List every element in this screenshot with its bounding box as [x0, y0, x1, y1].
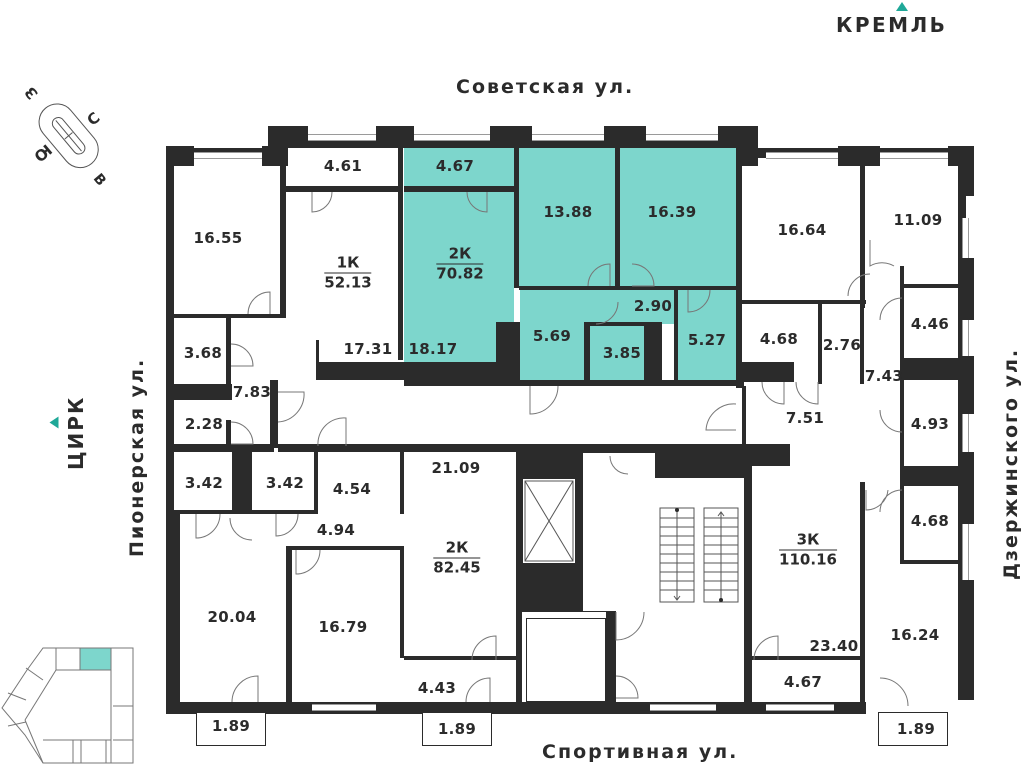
street-top: Советская ул.	[456, 76, 635, 98]
label-18-17: 18.17	[408, 340, 458, 358]
room-3-85[interactable]	[590, 326, 644, 382]
compass: З С Ю В	[20, 80, 120, 190]
room-4-61[interactable]	[290, 148, 400, 188]
room-4-46[interactable]	[904, 288, 958, 356]
apartment-type: 3К	[779, 531, 837, 551]
key-plan	[1, 647, 134, 764]
room-13-88[interactable]	[519, 148, 615, 286]
common-corridor[interactable]	[278, 386, 736, 446]
apartment-area: 52.13	[324, 273, 372, 292]
label-4-67-bottom: 4.67	[783, 673, 823, 691]
label-16-55: 16.55	[193, 229, 243, 247]
apartment-2k-highlighted-badge[interactable]: 2К 70.82	[436, 245, 484, 283]
label-4-68-b: 4.68	[910, 512, 950, 530]
room-3-42-b[interactable]	[254, 452, 314, 510]
label-7-43: 7.43	[864, 367, 904, 385]
room-20-04[interactable]	[180, 514, 286, 702]
label-16-39: 16.39	[647, 203, 697, 221]
label-21-09: 21.09	[431, 459, 481, 477]
room-4-68-a[interactable]	[742, 304, 818, 362]
room-16-39[interactable]	[620, 148, 736, 286]
label-4-61: 4.61	[323, 157, 363, 175]
label-4-93: 4.93	[910, 415, 950, 433]
room-4-68-b[interactable]	[904, 486, 958, 560]
label-1-89-a: 1.89	[211, 717, 251, 735]
apartment-type: 2К	[436, 245, 484, 265]
label-5-69: 5.69	[532, 327, 572, 345]
compass-icon	[38, 103, 99, 169]
room-16-79[interactable]	[292, 550, 400, 702]
balcony-1-89-b[interactable]	[422, 712, 492, 746]
label-4-68-a: 4.68	[759, 330, 799, 348]
label-11-09: 11.09	[893, 211, 943, 229]
label-7-51: 7.51	[785, 409, 825, 427]
apartment-area: 70.82	[436, 264, 484, 283]
room-5-69[interactable]	[520, 290, 584, 382]
landmark-kremlin: КРЕМЛЬ	[836, 13, 948, 37]
room-16-55[interactable]	[174, 166, 280, 314]
room-11-09[interactable]	[866, 166, 958, 284]
balcony-1-89-c[interactable]	[878, 712, 948, 746]
label-4-54: 4.54	[332, 480, 372, 498]
room-17-31[interactable]	[290, 192, 398, 360]
room-23-40[interactable]	[752, 466, 860, 656]
balcony-1-89-a[interactable]	[196, 712, 266, 746]
room-21-09[interactable]	[404, 452, 516, 656]
label-1-89-c: 1.89	[896, 720, 936, 738]
label-4-46: 4.46	[910, 315, 950, 333]
label-1-89-b: 1.89	[437, 720, 477, 738]
label-4-94: 4.94	[316, 521, 356, 539]
elevator-icon	[524, 480, 574, 562]
room-3-68[interactable]	[174, 320, 226, 384]
label-23-40: 23.40	[809, 637, 859, 655]
label-2-28: 2.28	[184, 415, 224, 433]
room-2-76[interactable]	[822, 304, 860, 380]
room-16-24[interactable]	[865, 564, 958, 702]
apartment-type: 2К	[433, 539, 481, 559]
room-4-67-top[interactable]	[404, 148, 514, 186]
label-17-31: 17.31	[343, 340, 393, 358]
room-4-93[interactable]	[904, 382, 958, 466]
street-bottom: Спортивная ул.	[542, 741, 739, 763]
label-16-79: 16.79	[318, 618, 368, 636]
apartment-type: 1К	[324, 254, 372, 274]
label-16-24: 16.24	[890, 626, 940, 644]
room-2-28[interactable]	[174, 402, 226, 446]
room-3-42-a[interactable]	[174, 452, 234, 510]
label-2-76: 2.76	[822, 336, 862, 354]
label-7-83: 7.83	[232, 383, 272, 401]
apartment-3k-badge[interactable]: 3К 110.16	[779, 531, 837, 569]
label-2-90: 2.90	[633, 297, 673, 315]
label-5-27: 5.27	[687, 331, 727, 349]
label-13-88: 13.88	[543, 203, 593, 221]
apartment-area: 110.16	[779, 550, 837, 569]
label-16-64: 16.64	[777, 221, 827, 239]
label-3-42-b: 3.42	[265, 474, 305, 492]
room-4-67-bottom[interactable]	[752, 660, 860, 702]
storage	[526, 618, 606, 702]
room-2-90[interactable]	[584, 290, 674, 324]
label-3-42-a: 3.42	[184, 474, 224, 492]
label-4-43: 4.43	[417, 679, 457, 697]
room-4-43[interactable]	[404, 660, 516, 702]
apartment-1k-badge[interactable]: 1К 52.13	[324, 254, 372, 292]
label-20-04: 20.04	[207, 608, 257, 626]
label-3-68: 3.68	[183, 344, 223, 362]
kremlin-marker-icon	[896, 2, 908, 11]
room-4-54[interactable]	[318, 452, 402, 504]
label-4-67-top: 4.67	[435, 157, 475, 175]
label-3-85: 3.85	[602, 344, 642, 362]
apartment-2k-bottom-badge[interactable]: 2К 82.45	[433, 539, 481, 577]
apartment-area: 82.45	[433, 558, 481, 577]
stairs-icon	[659, 507, 739, 603]
room-18-17[interactable]	[404, 192, 514, 362]
room-16-64[interactable]	[742, 166, 860, 300]
